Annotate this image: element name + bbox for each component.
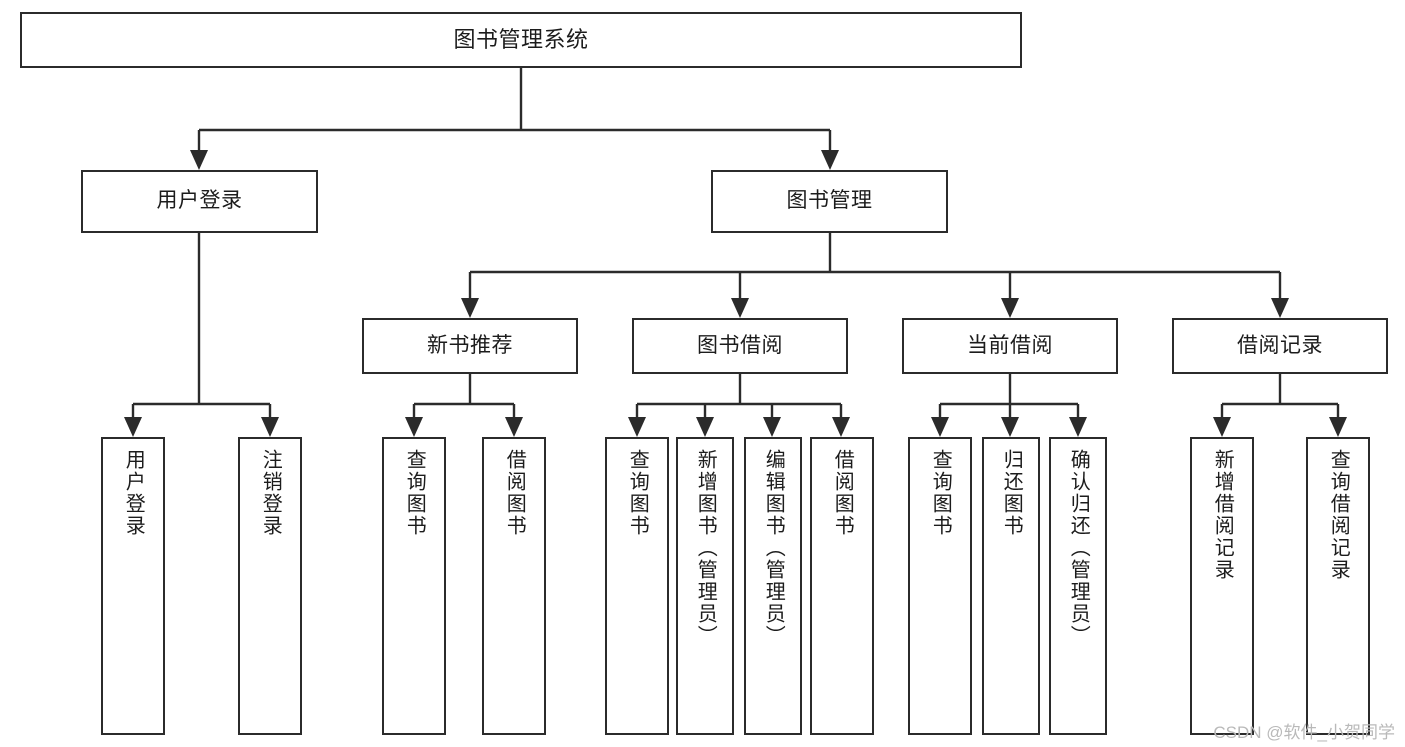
leaf-confirm-return[interactable]: 确认归还（管理员） (1049, 437, 1107, 735)
leaf-logout-label: 注销登录 (259, 449, 282, 537)
node-current-borrow[interactable]: 当前借阅 (902, 318, 1118, 374)
leaf-borrow-book-2[interactable]: 借阅图书 (810, 437, 874, 735)
node-new-book-recommend-label: 新书推荐 (427, 333, 513, 357)
node-book-borrow-label: 图书借阅 (697, 333, 783, 357)
leaf-query-book-2[interactable]: 查询图书 (605, 437, 669, 735)
node-user-login-label: 用户登录 (156, 189, 243, 213)
leaf-query-record[interactable]: 查询借阅记录 (1306, 437, 1370, 735)
node-new-book-recommend[interactable]: 新书推荐 (362, 318, 578, 374)
leaf-query-book-1[interactable]: 查询图书 (382, 437, 446, 735)
leaf-borrow-book-1[interactable]: 借阅图书 (482, 437, 546, 735)
leaf-logout[interactable]: 注销登录 (238, 437, 302, 735)
leaf-query-book-2-label: 查询图书 (626, 449, 649, 537)
leaf-add-record-label: 新增借阅记录 (1211, 449, 1234, 581)
leaf-edit-book[interactable]: 编辑图书（管理员） (744, 437, 802, 735)
leaf-add-book-label: 新增图书（管理员） (694, 449, 717, 647)
leaf-add-book[interactable]: 新增图书（管理员） (676, 437, 734, 735)
node-root-label: 图书管理系统 (453, 27, 589, 53)
leaf-add-record[interactable]: 新增借阅记录 (1190, 437, 1254, 735)
node-borrow-record-label: 借阅记录 (1237, 333, 1323, 357)
leaf-user-login[interactable]: 用户登录 (101, 437, 165, 735)
leaf-borrow-book-2-label: 借阅图书 (831, 449, 854, 537)
node-current-borrow-label: 当前借阅 (967, 333, 1053, 357)
leaf-query-record-label: 查询借阅记录 (1327, 449, 1350, 581)
node-book-manage[interactable]: 图书管理 (711, 170, 948, 233)
node-book-borrow[interactable]: 图书借阅 (632, 318, 848, 374)
leaf-return-book-label: 归还图书 (1000, 449, 1023, 537)
leaf-query-book-3[interactable]: 查询图书 (908, 437, 972, 735)
node-borrow-record[interactable]: 借阅记录 (1172, 318, 1388, 374)
node-user-login[interactable]: 用户登录 (81, 170, 318, 233)
node-book-manage-label: 图书管理 (786, 189, 873, 213)
leaf-query-book-3-label: 查询图书 (929, 449, 952, 537)
leaf-confirm-return-label: 确认归还（管理员） (1067, 449, 1090, 647)
leaf-edit-book-label: 编辑图书（管理员） (762, 449, 785, 647)
node-root[interactable]: 图书管理系统 (20, 12, 1022, 68)
leaf-user-login-label: 用户登录 (122, 449, 145, 537)
leaf-query-book-1-label: 查询图书 (403, 449, 426, 537)
leaf-return-book[interactable]: 归还图书 (982, 437, 1040, 735)
csdn-watermark: CSDN @软件_小贺同学 (1213, 723, 1395, 742)
leaf-borrow-book-1-label: 借阅图书 (503, 449, 526, 537)
